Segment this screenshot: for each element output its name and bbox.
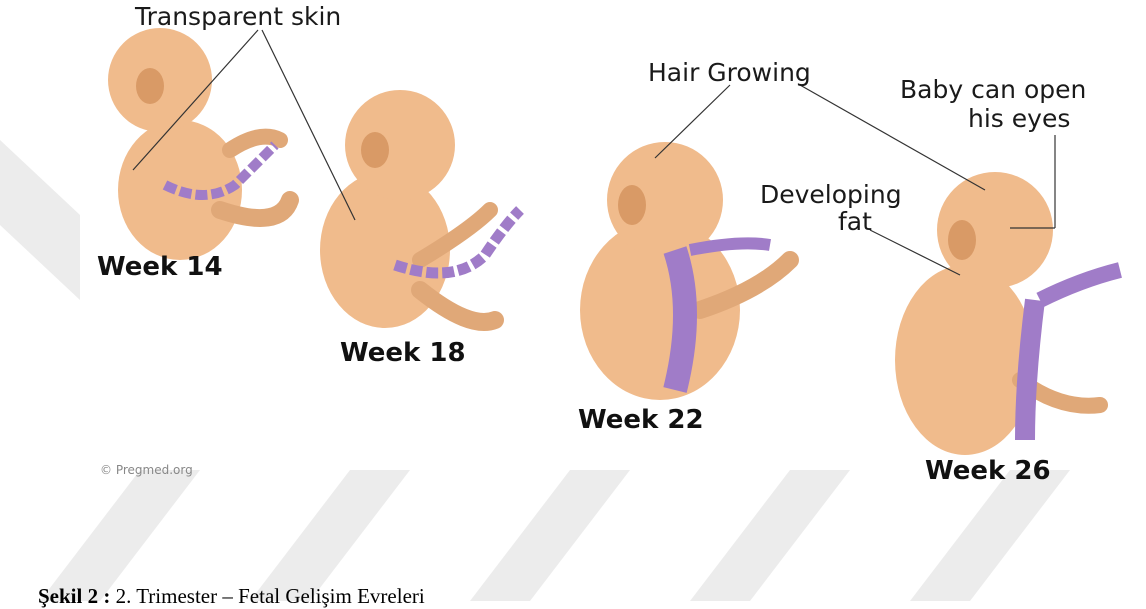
label-eyes-line1: Baby can open bbox=[900, 75, 1086, 104]
fetus-week-14 bbox=[108, 28, 290, 260]
label-week-14: Week 14 bbox=[97, 252, 223, 282]
label-week-22: Week 22 bbox=[578, 405, 704, 435]
fetus-week-22 bbox=[580, 142, 790, 400]
copyright-text: © Pregmed.org bbox=[100, 463, 193, 477]
label-transparent-skin: Transparent skin bbox=[135, 2, 341, 31]
label-eyes-line2: his eyes bbox=[968, 104, 1070, 133]
label-fat-line2: fat bbox=[838, 207, 872, 236]
label-fat-line1: Developing bbox=[760, 180, 902, 209]
caption-number: Şekil 2 : bbox=[38, 584, 110, 608]
label-hair-growing: Hair Growing bbox=[648, 58, 811, 87]
label-week-26: Week 26 bbox=[925, 456, 1051, 486]
caption-text: 2. Trimester – Fetal Gelişim Evreleri bbox=[110, 584, 424, 608]
label-week-18: Week 18 bbox=[340, 338, 466, 368]
figure-caption: Şekil 2 : 2. Trimester – Fetal Gelişim E… bbox=[38, 584, 425, 609]
fetus-week-26 bbox=[895, 172, 1120, 455]
